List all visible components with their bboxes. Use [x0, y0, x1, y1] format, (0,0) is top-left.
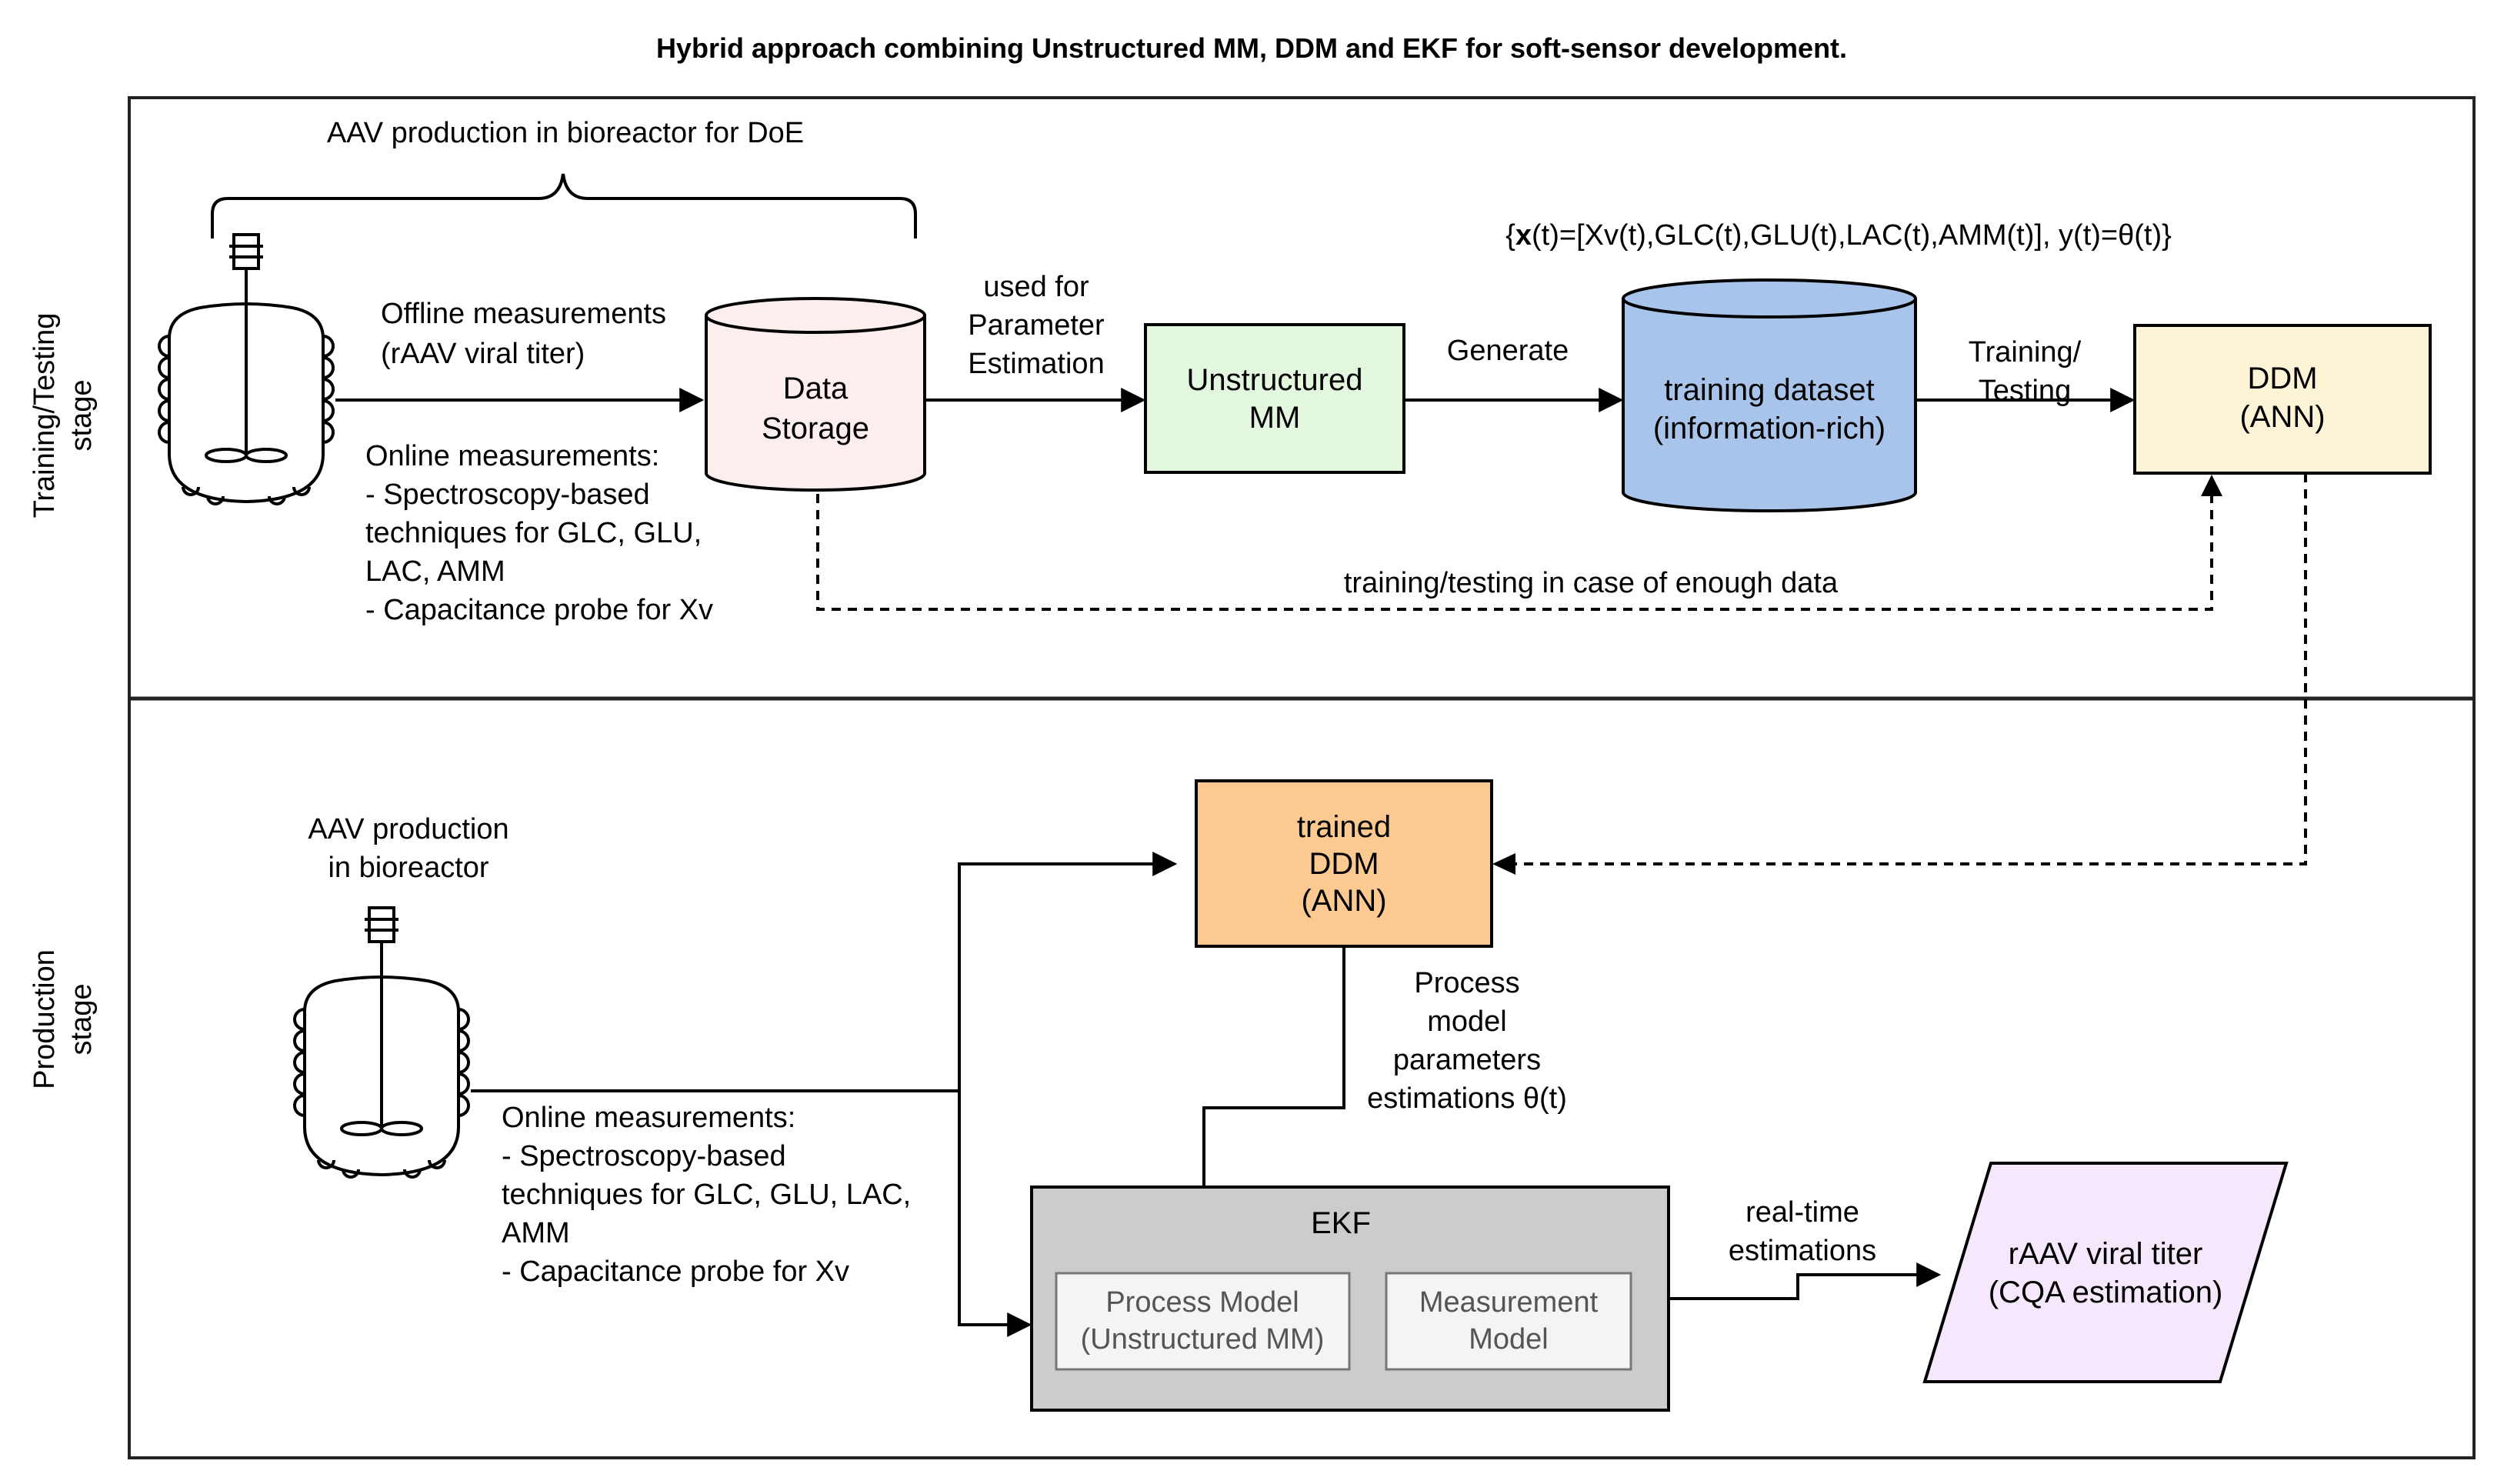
- svg-text:trained: trained: [1297, 810, 1391, 844]
- svg-text:Production: Production: [28, 949, 61, 1089]
- svg-text:(ANN): (ANN): [2239, 400, 2325, 434]
- training-dataset-cylinder: training dataset (information-rich): [1622, 278, 1917, 512]
- svg-text:DDM: DDM: [1309, 847, 1379, 881]
- arrow-ekf-to-output: [1669, 1262, 1942, 1300]
- svg-text:stage: stage: [65, 380, 98, 452]
- svg-text:MM: MM: [1249, 401, 1301, 435]
- bioreactor-training: [158, 233, 335, 505]
- training-testing-label: Training/ Testing: [1969, 336, 2082, 407]
- motor-icon: [368, 906, 395, 943]
- motor-icon: [232, 233, 260, 270]
- diagram-title: Hybrid approach combining Unstructured M…: [656, 32, 1847, 64]
- svg-text:Model: Model: [1469, 1323, 1549, 1356]
- svg-text:Testing: Testing: [1979, 375, 2071, 407]
- svg-text:Parameter: Parameter: [968, 309, 1105, 342]
- svg-text:training dataset: training dataset: [1664, 373, 1875, 407]
- svg-text:estimations θ(t): estimations θ(t): [1367, 1082, 1567, 1115]
- svg-text:Online measurements:: Online measurements:: [502, 1102, 795, 1134]
- svg-text:Process Model: Process Model: [1105, 1286, 1299, 1319]
- svg-text:real-time: real-time: [1745, 1196, 1859, 1229]
- svg-text:(Unstructured MM): (Unstructured MM): [1081, 1323, 1325, 1356]
- stage-label-production: Production stage: [28, 949, 98, 1089]
- svg-text:techniques for GLC, GLU, LAC,: techniques for GLC, GLU, LAC,: [502, 1179, 911, 1211]
- svg-text:DDM: DDM: [2247, 362, 2317, 395]
- dataset-formula: {x(t)=[Xv(t),GLC(t),GLU(t),LAC(t),AMM(t)…: [1505, 219, 2172, 252]
- svg-text:in bioreactor: in bioreactor: [328, 852, 488, 884]
- dashed-arrowhead-ddm: [2201, 475, 2222, 496]
- realtime-label: real-time estimations: [1729, 1196, 1876, 1267]
- dashed-storage-to-ddm: [816, 492, 2213, 611]
- svg-text:techniques for GLC, GLU,: techniques for GLC, GLU,: [365, 517, 702, 549]
- svg-text:EKF: EKF: [1311, 1206, 1371, 1240]
- process-params-label: Process model parameters estimations θ(t…: [1367, 967, 1567, 1115]
- output-titer-parallelogram: rAAV viral titer (CQA estimation): [1922, 1162, 2289, 1383]
- svg-text:(CQA estimation): (CQA estimation): [1989, 1276, 2223, 1309]
- svg-text:- Spectroscopy-based: - Spectroscopy-based: [502, 1140, 786, 1172]
- svg-text:- Spectroscopy-based: - Spectroscopy-based: [365, 479, 650, 511]
- dashed-arrowhead-trained: [1492, 853, 1515, 875]
- dashed-ddm-to-trained: [1512, 473, 2307, 865]
- svg-text:model: model: [1427, 1005, 1507, 1038]
- doe-label: AAV production in bioreactor for DoE: [327, 117, 804, 149]
- svg-text:(information-rich): (information-rich): [1653, 412, 1886, 445]
- unstructured-mm-box: Unstructured MM: [1144, 323, 1405, 474]
- svg-text:Online measurements:: Online measurements:: [365, 440, 659, 472]
- svg-text:Training/: Training/: [1969, 336, 2082, 368]
- svg-text:estimations: estimations: [1729, 1235, 1876, 1267]
- svg-text:Training/Testing: Training/Testing: [28, 313, 61, 519]
- svg-text:Storage: Storage: [762, 412, 869, 445]
- svg-text:AMM: AMM: [502, 1217, 570, 1249]
- bioreactor-production-label: AAV production in bioreactor: [308, 813, 508, 884]
- online-measurements-training: Online measurements: - Spectroscopy-base…: [365, 440, 713, 626]
- measurement-model-box: Measurement Model: [1385, 1272, 1632, 1371]
- parameter-estimation-label: used for Parameter Estimation: [968, 271, 1105, 380]
- arrow-junction-to-trained-ddm: [958, 852, 1178, 1091]
- svg-text:Process: Process: [1414, 967, 1519, 999]
- data-storage-cylinder: Data Storage: [705, 297, 926, 492]
- svg-text:Data: Data: [783, 372, 849, 405]
- svg-text:Unstructured: Unstructured: [1187, 363, 1363, 397]
- stage-label-training: Training/Testing stage: [28, 313, 98, 519]
- arrow-junction-to-ekf: [958, 1091, 1032, 1337]
- svg-text:LAC, AMM: LAC, AMM: [365, 555, 505, 588]
- svg-text:stage: stage: [65, 984, 98, 1055]
- bioreactor-production: [293, 906, 470, 1179]
- svg-text:Measurement: Measurement: [1419, 1286, 1599, 1319]
- trained-ddm-box: trained DDM (ANN): [1195, 779, 1493, 948]
- svg-text:AAV production: AAV production: [308, 813, 508, 845]
- offline-measurements: Offline measurements: [381, 298, 666, 330]
- online-measurements-production: Online measurements: - Spectroscopy-base…: [502, 1102, 911, 1288]
- outer-frame: [128, 96, 2476, 1459]
- enough-data-label: training/testing in case of enough data: [1344, 567, 1839, 599]
- svg-text:used for: used for: [983, 271, 1089, 303]
- ddm-ann-box: DDM (ANN): [2133, 324, 2432, 475]
- process-model-box: Process Model (Unstructured MM): [1055, 1272, 1351, 1371]
- svg-text:parameters: parameters: [1393, 1044, 1541, 1076]
- svg-text:- Capacitance probe for Xv: - Capacitance probe for Xv: [365, 594, 713, 626]
- svg-text:Estimation: Estimation: [968, 348, 1104, 380]
- doe-brace: [211, 173, 917, 238]
- svg-text:(ANN): (ANN): [1301, 884, 1386, 918]
- generate-label: Generate: [1447, 335, 1569, 367]
- svg-text:- Capacitance probe for Xv: - Capacitance probe for Xv: [502, 1256, 849, 1288]
- offline-measurements-detail: (rAAV viral titer): [381, 338, 585, 370]
- svg-text:rAAV viral titer: rAAV viral titer: [2009, 1237, 2203, 1271]
